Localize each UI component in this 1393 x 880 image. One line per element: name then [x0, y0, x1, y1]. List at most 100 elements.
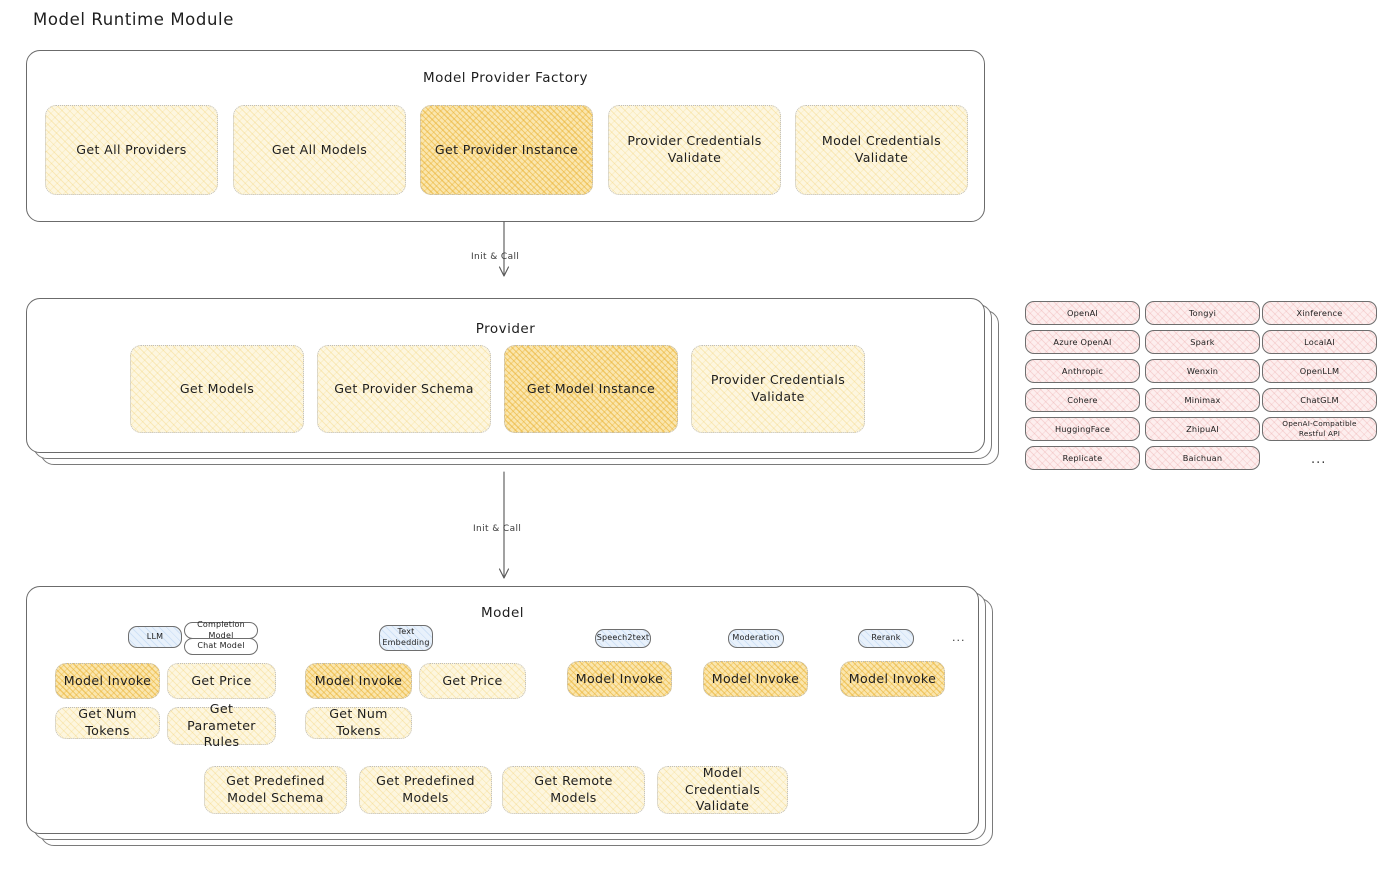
provider-chip-anthropic[interactable]: Anthropic — [1025, 359, 1140, 383]
node-label: Get Num Tokens — [329, 706, 388, 738]
provider-chip-minimax[interactable]: Minimax — [1145, 388, 1260, 412]
provider-chip-label: Baichuan — [1182, 452, 1223, 463]
provider-chip-label: OpenLLM — [1299, 365, 1340, 376]
provider-chip-wenxin[interactable]: Wenxin — [1145, 359, 1260, 383]
node-get-provider-schema[interactable]: Get Provider Schema — [317, 345, 491, 433]
node-label: Get Num Tokens — [78, 706, 137, 738]
provider-chip-xinference[interactable]: Xinference — [1262, 301, 1377, 325]
model-title: Model — [480, 605, 525, 621]
page-title: Model Runtime Module — [33, 10, 234, 29]
node-label: Get Price — [191, 672, 252, 688]
model-subtype-label: Chat Model — [197, 641, 245, 651]
provider-chip-label: LocalAI — [1304, 336, 1335, 347]
provider-list-ellipsis: ... — [1311, 452, 1327, 467]
node-label: Model Credentials Validate — [821, 133, 942, 165]
node-get-model-instance[interactable]: Get Model Instance — [504, 345, 678, 433]
provider-chip-label: Anthropic — [1061, 365, 1104, 376]
model-subtype-label: Completion Model — [197, 619, 245, 640]
node-llm-model-invoke[interactable]: Model Invoke — [55, 663, 160, 699]
provider-chip-replicate[interactable]: Replicate — [1025, 446, 1140, 470]
provider-chip-zhipuai[interactable]: ZhipuAI — [1145, 417, 1260, 441]
node-label: Get Provider Instance — [434, 141, 579, 157]
node-get-all-models[interactable]: Get All Models — [233, 105, 406, 195]
node-label: Get Provider Schema — [334, 380, 474, 396]
node-label: Get Models — [179, 380, 255, 396]
provider-chip-tongyi[interactable]: Tongyi — [1145, 301, 1260, 325]
provider-chip-localai[interactable]: LocalAI — [1262, 330, 1377, 354]
model-type-label: Rerank — [871, 633, 901, 643]
node-text-embedding-model-invoke[interactable]: Model Invoke — [305, 663, 412, 699]
node-label: Model Invoke — [63, 672, 152, 688]
connector-provider-to-model — [495, 471, 515, 584]
provider-chip-label: Tongyi — [1188, 307, 1217, 318]
node-llm-get-num-tokens[interactable]: Get Num Tokens — [55, 706, 160, 739]
node-get-models[interactable]: Get Models — [130, 345, 304, 433]
node-label: Get Predefined Models — [376, 773, 475, 805]
model-type-badge-text-embedding[interactable]: Text Embedding — [379, 625, 433, 651]
node-moderation-model-invoke[interactable]: Model Invoke — [703, 661, 808, 697]
provider-chip-label: Cohere — [1067, 394, 1098, 405]
provider-chip-label: Minimax — [1184, 394, 1221, 405]
provider-chip-label: ZhipuAI — [1186, 423, 1219, 434]
provider-chip-chatglm[interactable]: ChatGLM — [1262, 388, 1377, 412]
node-model-credentials-validate[interactable]: Model Credentials Validate — [657, 765, 788, 814]
node-get-all-providers[interactable]: Get All Providers — [45, 105, 218, 195]
node-provider-credentials-validate[interactable]: Provider Credentials Validate — [691, 345, 865, 433]
model-type-label: Speech2text — [596, 633, 650, 643]
node-label: Provider Credentials Validate — [627, 133, 762, 165]
provider-chip-label: Spark — [1190, 336, 1215, 347]
model-type-label: Moderation — [732, 633, 780, 643]
node-get-predefined-models[interactable]: Get Predefined Models — [359, 766, 492, 814]
model-type-badge-llm[interactable]: LLM — [128, 626, 182, 648]
provider-chip-openllm[interactable]: OpenLLM — [1262, 359, 1377, 383]
provider-chip-openai-compatible[interactable]: OpenAI-Compatible Restful API — [1262, 417, 1377, 441]
provider-chip-baichuan[interactable]: Baichuan — [1145, 446, 1260, 470]
node-get-remote-models[interactable]: Get Remote Models — [502, 766, 645, 814]
model-subtype-badge-completion-model[interactable]: Completion Model — [184, 619, 258, 640]
model-type-badge-speech2text[interactable]: Speech2text — [595, 629, 651, 648]
provider-chip-azure-openai[interactable]: Azure OpenAI — [1025, 330, 1140, 354]
node-label: Get Price — [442, 672, 503, 688]
provider-chip-label: Xinference — [1296, 307, 1343, 318]
node-label: Get Predefined Model Schema — [226, 773, 325, 805]
node-label: Model Credentials Validate — [684, 765, 761, 814]
provider-chip-label: HuggingFace — [1054, 423, 1111, 434]
node-label: Get All Providers — [76, 141, 187, 157]
node-label: Model Invoke — [314, 672, 403, 688]
model-types-ellipsis: ... — [952, 631, 966, 644]
provider-chip-label: OpenAI — [1066, 307, 1099, 318]
model-type-label: Text Embedding — [382, 627, 430, 647]
provider-chip-openai[interactable]: OpenAI — [1025, 301, 1140, 325]
node-speech2text-model-invoke[interactable]: Model Invoke — [567, 661, 672, 697]
node-rerank-model-invoke[interactable]: Model Invoke — [840, 661, 945, 697]
node-get-predefined-model-schema[interactable]: Get Predefined Model Schema — [204, 766, 347, 814]
node-model-credentials-validate-factory[interactable]: Model Credentials Validate — [795, 105, 968, 195]
node-llm-get-parameter-rules[interactable]: Get Parameter Rules — [167, 701, 276, 749]
model-subtype-badge-chat-model[interactable]: Chat Model — [184, 638, 258, 655]
provider-chip-huggingface[interactable]: HuggingFace — [1025, 417, 1140, 441]
model-type-badge-rerank[interactable]: Rerank — [858, 629, 914, 648]
model-type-label: LLM — [146, 631, 164, 641]
node-text-embedding-get-price[interactable]: Get Price — [419, 663, 526, 699]
node-label: Model Invoke — [711, 670, 800, 686]
node-label: Model Invoke — [575, 670, 664, 686]
node-label: Get All Models — [271, 141, 368, 157]
provider-chip-label: OpenAI-Compatible Restful API — [1282, 419, 1357, 438]
connector-factory-to-provider — [495, 221, 515, 282]
node-label: Get Parameter Rules — [187, 701, 256, 750]
node-label: Get Remote Models — [534, 773, 613, 805]
node-label: Model Invoke — [848, 670, 937, 686]
provider-chip-label: Azure OpenAI — [1053, 336, 1112, 347]
node-label: Get Model Instance — [526, 380, 656, 396]
connector-2-label: Init & Call — [473, 524, 522, 534]
node-provider-credentials-validate-factory[interactable]: Provider Credentials Validate — [608, 105, 781, 195]
node-get-provider-instance[interactable]: Get Provider Instance — [420, 105, 593, 195]
node-text-embedding-get-num-tokens[interactable]: Get Num Tokens — [305, 706, 412, 739]
provider-chip-label: Replicate — [1062, 452, 1103, 463]
provider-chip-cohere[interactable]: Cohere — [1025, 388, 1140, 412]
node-llm-get-price[interactable]: Get Price — [167, 663, 276, 699]
model-type-badge-moderation[interactable]: Moderation — [728, 629, 784, 648]
provider-chip-label: Wenxin — [1186, 365, 1219, 376]
provider-chip-spark[interactable]: Spark — [1145, 330, 1260, 354]
